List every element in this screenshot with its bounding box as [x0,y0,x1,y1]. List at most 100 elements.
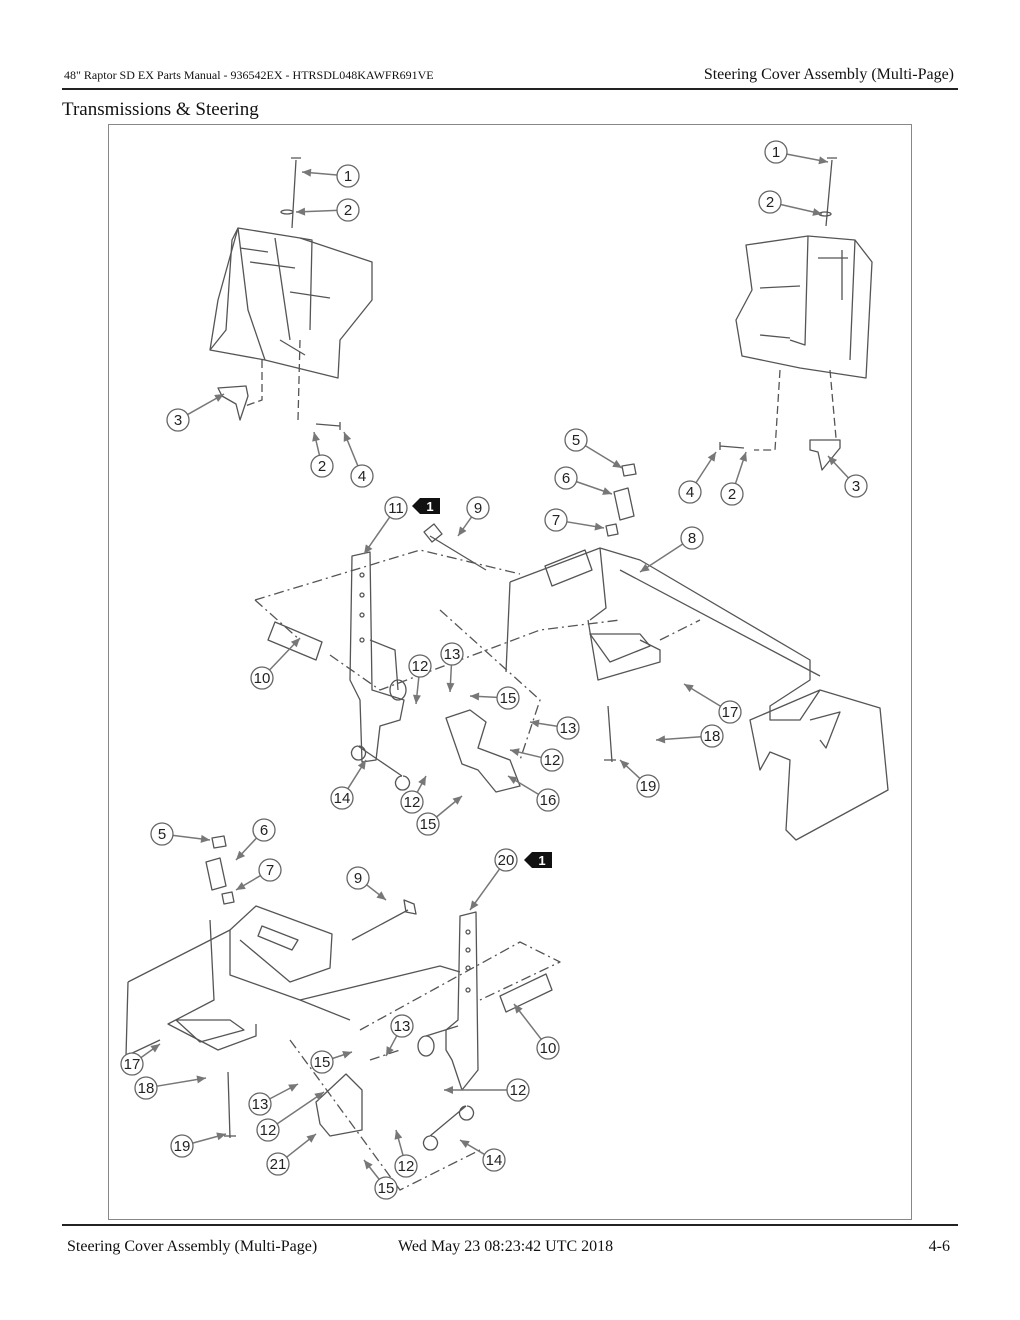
callout-number: 20 [498,852,515,869]
nut-7-upper [605,523,619,537]
reference-tag-number: 1 [426,499,433,514]
callout-circle [258,858,282,882]
callout-circle [170,1134,194,1158]
footer-section-name: Steering Cover Assembly (Multi-Page) [67,1238,318,1255]
leader-arrowhead [290,638,300,648]
leader-arrowhead [394,1130,403,1140]
callout-20: 20 [494,848,518,872]
callout-17: 17 [718,700,742,724]
leader-arrowhead [302,168,312,177]
callout-4: 4 [350,464,374,488]
callout-circle [394,1154,418,1178]
leader-arrowhead [458,526,467,536]
callout-12: 12 [394,1154,418,1178]
lever-11-upper [349,551,407,763]
leader-arrowhead [214,394,224,402]
callout-circle [536,788,560,812]
bracket-16-upper [445,709,521,793]
callout-12: 12 [506,1078,530,1102]
callout-2: 2 [758,190,782,214]
bolt-top-left [291,157,301,229]
callout-number: 18 [138,1080,155,1097]
callout-circle [680,526,704,550]
callout-circle [636,774,660,798]
callout-number: 8 [688,530,696,547]
callout-19: 19 [170,1134,194,1158]
callout-7: 7 [544,508,568,532]
callout-circle [720,482,744,506]
pin-4-right [719,442,745,450]
callout-number: 15 [420,816,437,833]
callout-number: 7 [552,512,560,529]
callout-number: 12 [544,752,561,769]
callout-circle [150,822,174,846]
tube-10-lower [499,973,553,1013]
callout-circle [718,700,742,724]
bolt-top-right [825,157,837,227]
leader-arrowhead [739,452,747,462]
callout-number: 7 [266,862,274,879]
footer-timestamp: Wed May 23 08:23:42 UTC 2018 [398,1238,614,1255]
tube-10-upper [267,621,323,661]
leader-arrowhead [508,776,518,785]
callout-number: 13 [252,1096,269,1113]
leader-arrowhead [296,207,306,216]
callout-circle [374,1176,398,1200]
section-title: Transmissions & Steering [62,99,259,120]
callout-circle [346,866,370,890]
callout-15: 15 [374,1176,398,1200]
callout-13: 13 [248,1092,272,1116]
leader-arrowhead [812,208,822,216]
reference-tag: 1 [524,852,552,868]
callout-1: 1 [336,164,360,188]
callout-circle [350,464,374,488]
callout-circle [564,428,588,452]
callout-circle [252,818,276,842]
leader-arrowhead [640,563,650,572]
clip-5-upper [621,463,637,477]
callout-number: 2 [318,458,326,475]
leader-arrowhead [828,456,838,466]
callout-number: 13 [394,1018,411,1035]
pin-4-left [315,422,341,430]
nut-7-lower [221,891,235,905]
callout-circle [758,190,782,214]
callout-number: 5 [572,432,580,449]
callout-10: 10 [250,666,274,690]
cover-left [209,227,373,379]
callout-12: 12 [408,654,432,678]
callout-circle [494,848,518,872]
footer-rule [62,1224,958,1226]
reference-tag-shape [524,852,552,868]
leader-arrowhead [418,776,426,786]
callout-number: 4 [358,468,366,485]
leader-arrowhead [357,760,366,770]
callout-number: 6 [260,822,268,839]
callout-9: 9 [466,496,490,520]
callout-number: 21 [270,1156,287,1173]
callout-circle [844,474,868,498]
callout-circle [248,1092,272,1116]
callout-number: 12 [260,1122,277,1139]
leader-arrowhead [288,1084,298,1092]
leader-arrowhead [684,684,694,693]
callout-number: 15 [314,1054,331,1071]
callout-15: 15 [416,812,440,836]
callout-circle [482,1148,506,1172]
callout-circle [536,1036,560,1060]
callout-11: 11 [384,496,408,520]
switch-6-upper [613,487,635,521]
bolt-9-lower [351,899,417,941]
leader-arrowhead [470,900,479,910]
callout-9: 9 [346,866,370,890]
leader-arrowhead [236,881,246,890]
callout-circle [440,642,464,666]
callout-circle [120,1052,144,1076]
leader-arrowhead [452,796,462,805]
callout-number: 2 [728,486,736,503]
callout-4: 4 [678,480,702,504]
callout-number: 10 [540,1040,557,1057]
leader-line [276,1091,325,1125]
clip-5-lower [211,835,227,849]
leader-arrowhead [444,1086,453,1094]
